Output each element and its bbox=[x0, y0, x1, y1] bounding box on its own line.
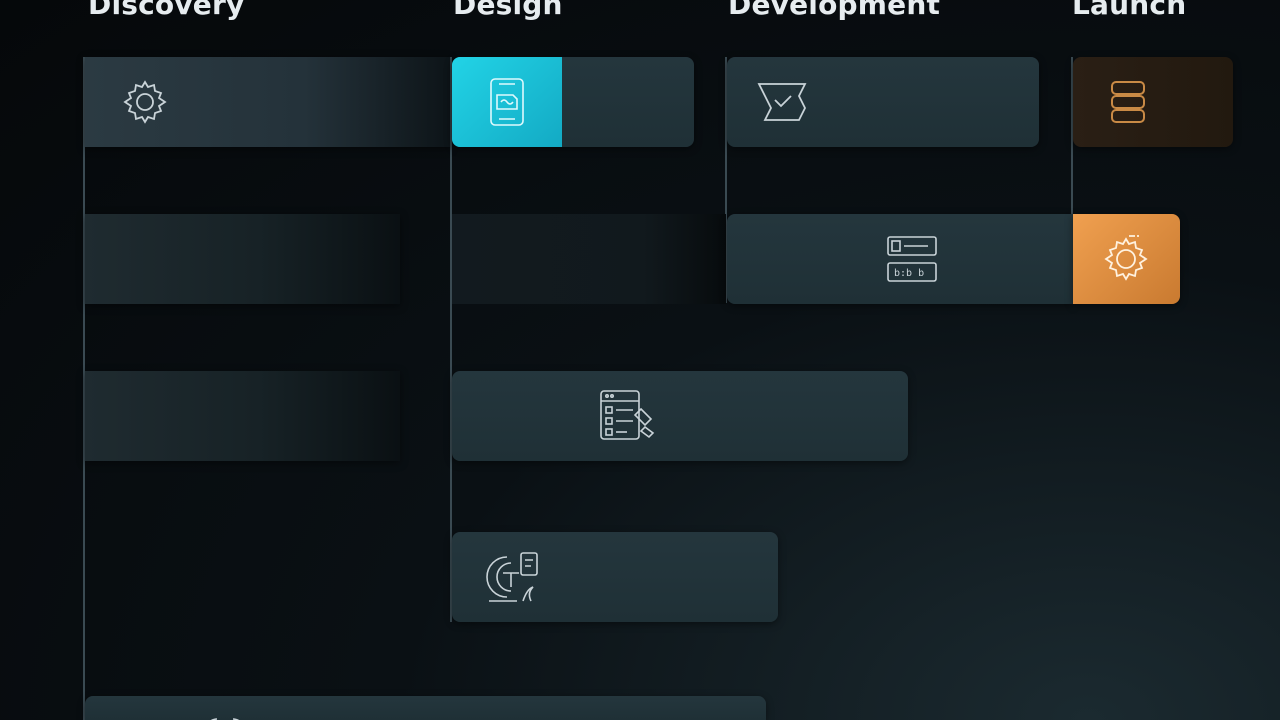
task-discovery-row2[interactable] bbox=[85, 214, 400, 304]
gear-icon bbox=[90, 57, 200, 147]
task-design-wireframes[interactable] bbox=[452, 57, 694, 147]
development-column-divider bbox=[725, 57, 727, 303]
task-design-typography[interactable] bbox=[452, 532, 778, 622]
form-fields-icon: b:b b bbox=[857, 214, 967, 304]
task-launch-deploy[interactable] bbox=[1073, 57, 1233, 147]
task-development-architecture[interactable] bbox=[727, 57, 1039, 147]
svg-text:b:b b: b:b b bbox=[894, 268, 924, 279]
task-design-prototype[interactable] bbox=[452, 371, 908, 461]
typography-icon bbox=[458, 532, 568, 622]
phase-title-development: Development bbox=[728, 0, 941, 21]
gear-icon bbox=[1073, 214, 1180, 304]
task-development-build[interactable]: b:b b bbox=[727, 214, 1073, 304]
task-discovery-row4[interactable] bbox=[85, 696, 766, 720]
partial-icon bbox=[205, 712, 245, 720]
code-window-icon bbox=[727, 57, 837, 147]
phase-title-launch: Launch bbox=[1072, 0, 1187, 21]
task-design-row2[interactable] bbox=[452, 214, 726, 304]
checklist-icon bbox=[574, 371, 684, 461]
phase-title-design: Design bbox=[453, 0, 563, 21]
design-column-divider bbox=[450, 57, 452, 622]
task-discovery-row3[interactable] bbox=[85, 371, 400, 461]
task-launch-release[interactable] bbox=[1073, 214, 1180, 304]
device-pen-icon bbox=[452, 57, 562, 147]
launch-column-divider bbox=[1071, 57, 1073, 217]
discovery-column-divider bbox=[83, 57, 85, 720]
phase-title-discovery: Discovery bbox=[88, 0, 245, 21]
task-discovery-research[interactable] bbox=[85, 57, 450, 147]
database-icon bbox=[1073, 57, 1183, 147]
